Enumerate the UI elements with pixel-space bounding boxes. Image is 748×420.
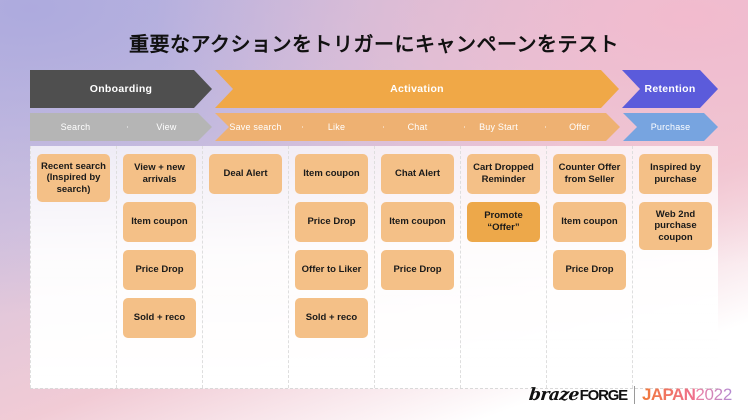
column-like: Item coupon Price Drop Offer to Liker So… <box>289 146 375 388</box>
stage-view: View <box>121 113 212 141</box>
stage-save-search: Save search <box>215 113 296 141</box>
stage-search: Search <box>30 113 121 141</box>
year-wordmark: 2022 <box>695 385 732 404</box>
page-title: 重要なアクションをトリガーにキャンペーンをテスト <box>129 34 619 56</box>
phase-label: Retention <box>644 83 696 95</box>
phase-activation: Activation <box>215 70 619 108</box>
braze-forge-japan-logo: braze FORGE JAPAN 2022 <box>527 384 733 406</box>
campaign-card[interactable]: Counter Offer from Seller <box>553 154 626 194</box>
stage-label: Purchase <box>650 122 691 132</box>
campaign-card[interactable]: Item coupon <box>553 202 626 242</box>
stage-group-retention: Purchase <box>623 113 718 141</box>
campaign-card[interactable]: Price Drop <box>553 250 626 290</box>
forge-wordmark: FORGE <box>579 386 629 404</box>
stage-label: Save search <box>229 122 282 132</box>
campaign-card[interactable]: Price Drop <box>381 250 454 290</box>
campaign-matrix: Recent search (Inspired by search) View … <box>30 146 718 389</box>
campaign-card[interactable]: Price Drop <box>123 250 196 290</box>
stage-buy-start: Buy Start <box>458 113 539 141</box>
column-search: Recent search (Inspired by search) <box>30 146 117 388</box>
stage-label: Offer <box>569 122 590 132</box>
campaign-card[interactable]: Item coupon <box>123 202 196 242</box>
campaign-card[interactable]: Web 2nd purchase coupon <box>639 202 712 250</box>
campaign-card[interactable]: Offer to Liker <box>295 250 368 290</box>
column-save-search: Deal Alert <box>203 146 289 388</box>
campaign-card[interactable]: Price Drop <box>295 202 368 242</box>
column-offer: Counter Offer from Seller Item coupon Pr… <box>547 146 633 388</box>
phase-onboarding: Onboarding <box>30 70 212 108</box>
stage-offer: Offer <box>539 113 620 141</box>
stage-label: View <box>156 122 177 132</box>
campaign-card[interactable]: Chat Alert <box>381 154 454 194</box>
stage-chat: Chat <box>377 113 458 141</box>
stage-label: Chat <box>407 122 428 132</box>
column-buy-start: Cart Dropped Reminder Promote “Offer” <box>461 146 547 388</box>
campaign-card[interactable]: Sold + reco <box>123 298 196 338</box>
campaign-card[interactable]: Deal Alert <box>209 154 282 194</box>
stage-label: Buy Start <box>479 122 518 132</box>
phase-label: Onboarding <box>89 83 153 95</box>
campaign-card[interactable]: Recent search (Inspired by search) <box>37 154 110 202</box>
japan-wordmark: JAPAN <box>642 385 696 404</box>
phase-label: Activation <box>390 83 444 95</box>
stage-group-activation: Save search Like Chat Buy Start Offer <box>215 113 620 141</box>
stage-label: Search <box>60 122 91 132</box>
campaign-card[interactable]: Sold + reco <box>295 298 368 338</box>
phase-chevron-bar: Onboarding Activation Retention <box>30 70 718 108</box>
stage-like: Like <box>296 113 377 141</box>
campaign-card[interactable]: Cart Dropped Reminder <box>467 154 540 194</box>
campaign-card-highlighted[interactable]: Promote “Offer” <box>467 202 540 242</box>
phase-retention: Retention <box>622 70 718 108</box>
stage-label: Like <box>327 122 346 132</box>
campaign-card[interactable]: View + new arrivals <box>123 154 196 194</box>
column-purchase: Inspired by purchase Web 2nd purchase co… <box>633 146 718 388</box>
stage-chevron-bar: Search View Save search Like Chat B <box>30 113 718 141</box>
campaign-card[interactable]: Item coupon <box>381 202 454 242</box>
column-view: View + new arrivals Item coupon Price Dr… <box>117 146 203 388</box>
logo-divider <box>634 386 635 404</box>
campaign-card[interactable]: Item coupon <box>295 154 368 194</box>
stage-group-onboarding: Search View <box>30 113 212 141</box>
braze-wordmark: braze <box>527 385 580 405</box>
stage-purchase: Purchase <box>623 113 718 141</box>
column-chat: Chat Alert Item coupon Price Drop <box>375 146 461 388</box>
campaign-card[interactable]: Inspired by purchase <box>639 154 712 194</box>
